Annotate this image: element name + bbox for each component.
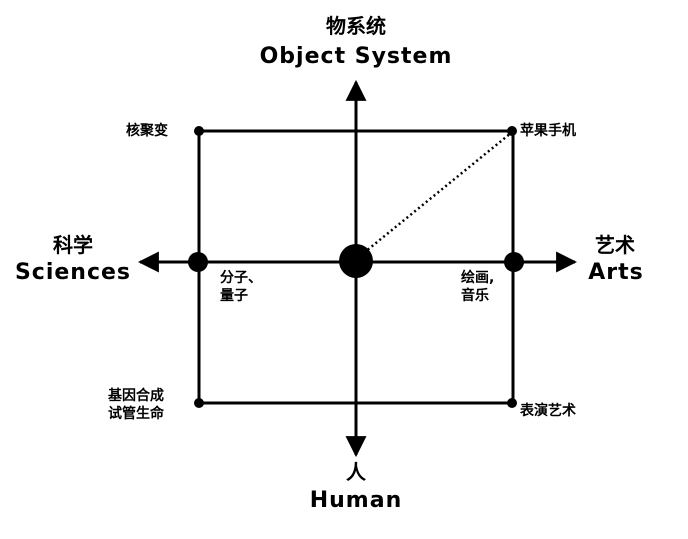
mid-label-right-line1: 绘画,	[461, 270, 495, 286]
mid-label-right-line2: 音乐	[461, 287, 489, 304]
mid-label-left-line2: 量子	[220, 287, 248, 304]
top-axis-label-en: Object System	[259, 44, 453, 69]
left-axis-label-en: Sciences	[14, 260, 132, 285]
corner-dot-bottom-right	[507, 398, 517, 408]
corner-label-bottom-right: 表演艺术	[520, 403, 576, 419]
corner-label-bottom-left-line2: 试管生命	[108, 405, 164, 422]
corner-label-top-left: 核聚变	[126, 123, 168, 139]
bottom-axis-label-en: Human	[309, 488, 403, 513]
corner-label-top-right: 苹果手机	[520, 123, 576, 139]
mid-label-left-line1: 分子、	[220, 270, 262, 286]
mid-label-right: 绘画, 音乐	[461, 270, 494, 305]
dotted-diagonal-line	[359, 132, 512, 257]
corner-dot-top-right	[507, 126, 517, 136]
center-dot	[339, 244, 373, 278]
mid-dot-left	[188, 252, 208, 272]
mid-label-left: 分子、 量子	[220, 270, 262, 305]
bottom-axis-label-zh: 人	[346, 460, 366, 484]
corner-dot-bottom-left	[194, 398, 204, 408]
left-axis-label-zh: 科学	[53, 233, 93, 257]
mid-dot-right	[504, 252, 524, 272]
corner-label-bottom-left: 基因合成 试管生命	[108, 388, 164, 423]
corner-label-bottom-left-line1: 基因合成	[108, 388, 164, 404]
right-axis-label-en: Arts	[588, 260, 644, 285]
right-axis-label-zh: 艺术	[595, 233, 635, 257]
top-axis-label-zh: 物系统	[326, 14, 386, 38]
corner-dot-top-left	[194, 126, 204, 136]
